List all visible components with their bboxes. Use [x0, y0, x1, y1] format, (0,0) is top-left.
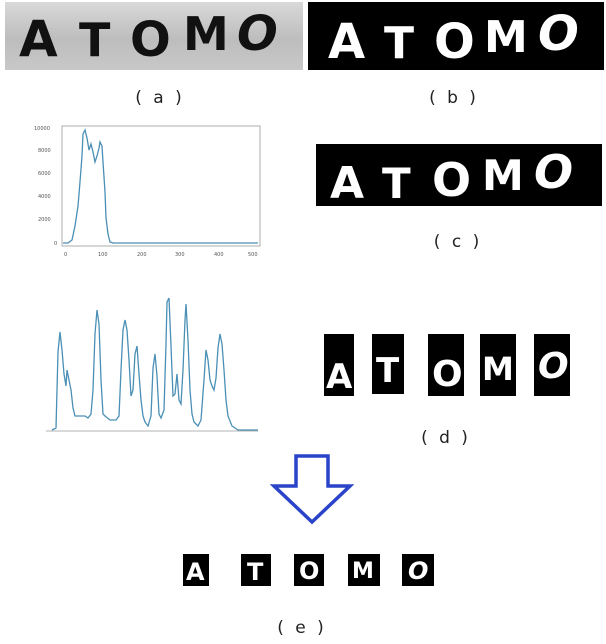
letter-o: O	[434, 14, 475, 70]
letter-t: T	[376, 351, 400, 391]
letter-o: O	[538, 346, 569, 387]
original-word: A T O M O	[19, 6, 278, 68]
segment-glyph: M	[482, 350, 514, 388]
letter-o: O	[408, 557, 428, 585]
letter-o: O	[534, 145, 573, 199]
projection-profile-line	[63, 128, 258, 244]
letter-m: M	[183, 7, 229, 61]
segment-o-italic: O	[534, 334, 570, 396]
letter-t: T	[79, 13, 111, 67]
segment-o: O	[428, 334, 464, 396]
plot-frame	[61, 125, 261, 247]
caption-b: ( b )	[429, 88, 479, 108]
normalized-letter-o: O	[294, 554, 324, 586]
binarized-image-panel: A T O M O	[308, 2, 604, 70]
caption-a: ( a )	[135, 88, 185, 108]
y-tick-label: 0	[54, 241, 57, 247]
normalized-glyph: O	[299, 557, 319, 585]
segment-glyph: T	[376, 351, 400, 391]
letter-o: O	[299, 557, 319, 585]
y-tick-label: 6000	[38, 171, 51, 177]
cropped-word-panel: A T O M O	[316, 144, 602, 206]
x-tick-label: 400	[214, 252, 224, 258]
segment-m: M	[480, 334, 516, 396]
segment-glyph: O	[538, 346, 569, 387]
normalized-glyph: A	[186, 558, 205, 586]
x-tick-label: 300	[175, 252, 185, 258]
letter-a: A	[326, 357, 353, 396]
down-arrow-icon	[270, 454, 354, 525]
letter-o: O	[432, 153, 471, 206]
caption-e: ( e )	[277, 618, 327, 638]
normalized-letter-t: T	[241, 554, 271, 586]
letter-m: M	[482, 151, 524, 200]
letter-m: M	[484, 12, 528, 63]
letter-o: O	[538, 6, 579, 62]
letter-t: T	[382, 159, 411, 206]
letter-t: T	[247, 558, 264, 586]
segment-t: T	[372, 334, 404, 394]
letter-o: O	[432, 354, 463, 395]
normalized-glyph: T	[247, 558, 264, 586]
letter-o: O	[130, 12, 171, 68]
x-tick-label: 500	[248, 252, 258, 258]
cropped-word: A T O M O	[330, 145, 573, 206]
letter-t: T	[384, 18, 414, 69]
letter-a: A	[19, 10, 58, 68]
y-tick-label: 10000	[34, 126, 50, 132]
normalized-glyph: O	[408, 557, 428, 585]
letter-m: M	[352, 559, 374, 584]
x-tick-label: 100	[98, 252, 108, 258]
letter-o: O	[237, 6, 278, 62]
x-tick-label: 0	[64, 252, 67, 258]
y-tick-label: 4000	[38, 194, 51, 200]
normalized-letter-o-italic: O	[402, 554, 434, 586]
normalized-letter-m: M	[348, 554, 380, 586]
letter-a: A	[330, 158, 364, 206]
caption-d: ( d )	[421, 428, 471, 448]
vertical-projection-plot	[46, 297, 258, 432]
arrow-outline	[270, 454, 354, 525]
letter-a: A	[186, 558, 205, 586]
letter-m: M	[482, 350, 514, 388]
horizontal-projection-plot: 10000 8000 6000 4000 2000 0 0 100 200 30…	[34, 125, 261, 258]
y-tick-label: 8000	[38, 148, 51, 154]
normalized-glyph: M	[352, 559, 374, 584]
segment-glyph: O	[432, 354, 463, 395]
segment-glyph: A	[326, 357, 353, 397]
original-image-panel: A T O M O	[5, 2, 303, 70]
y-tick-label: 2000	[38, 217, 51, 223]
projection-profile-line	[51, 297, 258, 431]
letter-a: A	[328, 14, 365, 70]
binarized-word: A T O M O	[328, 6, 579, 70]
x-tick-label: 200	[137, 252, 147, 258]
segment-a: A	[324, 334, 354, 397]
caption-c: ( c )	[433, 232, 483, 252]
normalized-letter-a: A	[183, 554, 209, 586]
